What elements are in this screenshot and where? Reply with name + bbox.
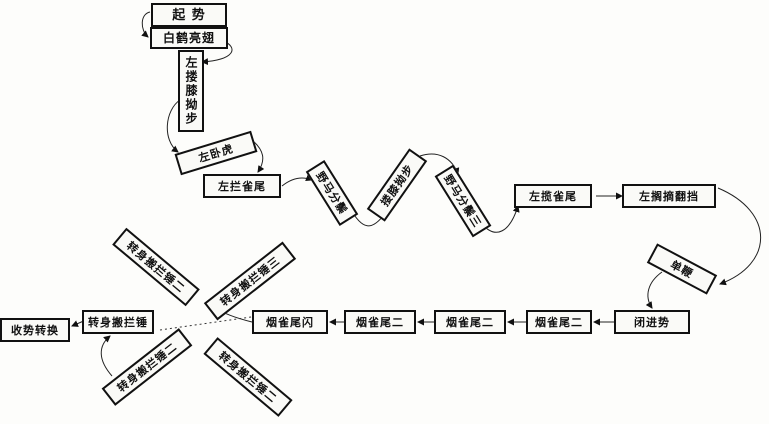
step-label: 烟雀尾二 (535, 315, 583, 329)
arrow-18 (100, 335, 113, 377)
arrow-11 (645, 271, 663, 309)
arrow-3 (166, 99, 181, 153)
step-label: 烟雀尾闪 (266, 315, 314, 329)
step-label: 左卧虎 (196, 141, 236, 165)
step-label: 左拦雀尾 (218, 179, 266, 193)
step-yanquewei-shan: 烟雀尾闪 (252, 310, 328, 334)
step-zuo-gezhai-fandang: 左搁摘翻挡 (622, 184, 716, 208)
step-label: 左揽雀尾 (529, 189, 577, 203)
step-zuo-louxi-aobu: 左搂膝拗步 (178, 50, 204, 132)
step-label: 烟雀尾二 (356, 315, 404, 329)
step-label: 单鞭 (668, 257, 696, 281)
step-label: 转身搬拦锤 (88, 315, 148, 329)
arrow-1 (141, 11, 151, 38)
step-shoushi-zhuanhuan: 收势转换 (0, 318, 70, 342)
step-zuo-lanqueweí: 左拦雀尾 (203, 174, 281, 198)
step-qishi: 起 势 (151, 3, 227, 27)
step-yanquewei-2a: 烟雀尾二 (526, 310, 592, 334)
step-yanquewei-2b: 烟雀尾二 (434, 310, 506, 334)
step-label: 左搁摘翻挡 (639, 189, 699, 203)
arrow-10 (717, 187, 762, 286)
step-zhuanshen-banlanchui: 转身搬拦锤 (82, 310, 154, 334)
step-label: 闭进势 (634, 315, 670, 329)
arrow-5 (281, 174, 313, 187)
step-label: 左搂膝拗步 (184, 56, 198, 126)
crossing-dotted-line (159, 315, 259, 331)
step-yanquewei-2c: 烟雀尾二 (344, 310, 416, 334)
step-label: 烟雀尾二 (446, 315, 494, 329)
step-baihe-liangchi: 白鹤亮翅 (150, 27, 228, 49)
step-bi-jinshi: 闭进势 (614, 310, 690, 334)
step-zuo-lanqueweí-2: 左揽雀尾 (514, 184, 592, 208)
step-label: 白鹤亮翅 (162, 31, 215, 45)
step-label: 收势转换 (11, 323, 59, 337)
step-label: 起 势 (172, 7, 206, 23)
